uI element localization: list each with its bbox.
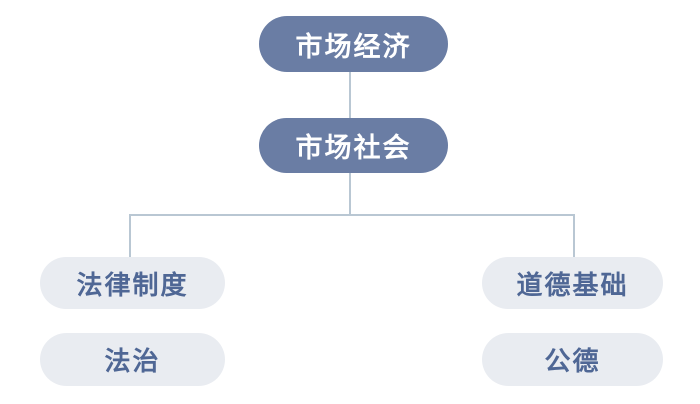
- node-legal-system: 法律制度: [40, 257, 225, 309]
- connector-society-to-branch: [349, 173, 351, 215]
- connector-branch-left-drop: [129, 214, 131, 257]
- connector-economy-to-society: [349, 72, 351, 118]
- node-public-morality: 公德: [482, 333, 663, 386]
- connector-branch-right-drop: [573, 214, 575, 257]
- connector-branch-horizontal: [129, 214, 575, 216]
- node-moral-foundation: 道德基础: [482, 257, 663, 309]
- node-rule-of-law: 法治: [40, 333, 225, 386]
- node-market-economy: 市场经济: [259, 16, 448, 72]
- node-market-society: 市场社会: [259, 118, 448, 173]
